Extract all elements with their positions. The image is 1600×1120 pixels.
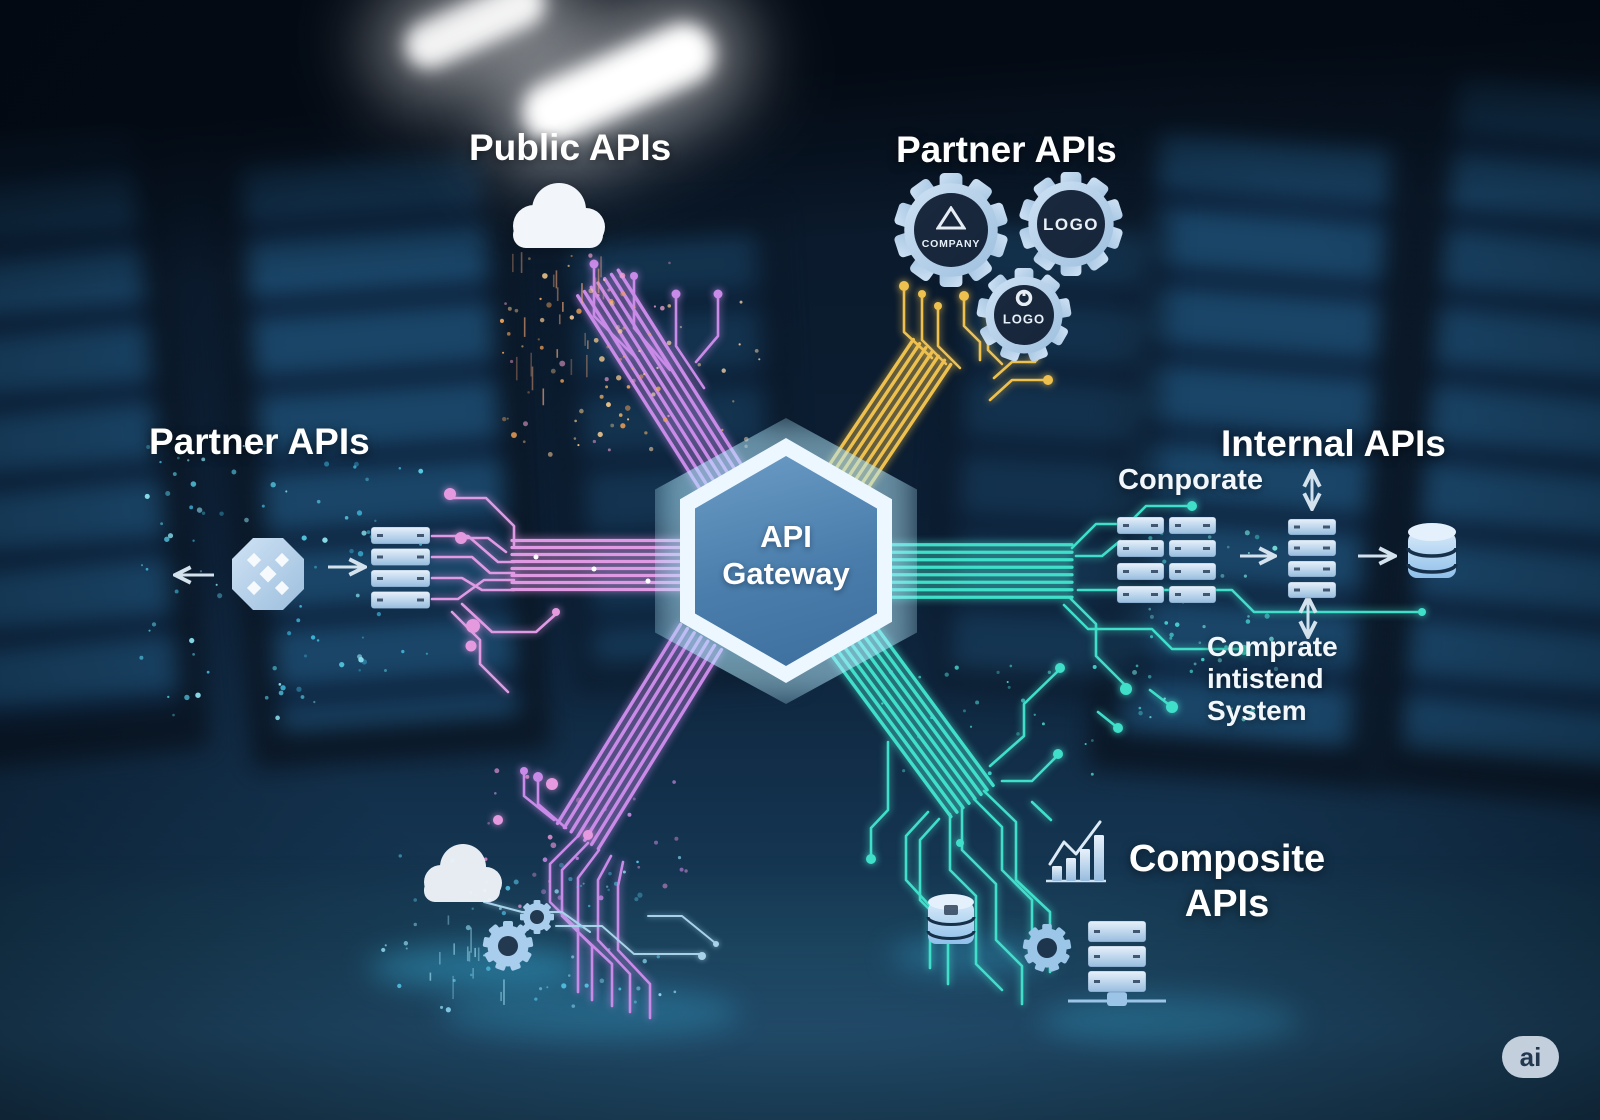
corporate-note: Conporate [1118,464,1263,496]
circuit-trace [828,501,1426,1006]
gear-icon [894,173,1008,287]
server-network-icon [1068,992,1166,1006]
gear-icon [976,268,1072,362]
public-apis-label: Public APIs [469,127,672,168]
corporate-system-note: Comprate intistend System [1207,631,1338,727]
cloud-icon [424,844,502,902]
server-tower-icon [1087,920,1147,993]
server-rack-icon [370,526,431,609]
gear-company-label: COMPANY [921,238,981,250]
gear-icon [482,921,534,971]
octagon-app-icon [232,538,304,610]
company-logo-mark-icon [935,205,967,230]
circuit-trace [533,554,651,584]
partner-apis-top-label: Partner APIs [896,129,1117,170]
dial-logo-mark-icon [1015,288,1033,307]
partner-apis-left-label: Partner APIs [149,421,370,462]
database-icon [1406,523,1458,578]
cloud-icon [513,183,605,248]
internal-apis-label: Internal APIs [1221,423,1446,464]
ai-watermark-badge: ai [1502,1036,1559,1078]
composite-apis-label: Composite APIs [1128,838,1326,925]
api-gateway-label: API Gateway [722,519,850,592]
gear-icon [1019,172,1123,276]
database-icon [926,894,976,944]
server-rack-icon [1287,518,1337,599]
gear-logo-label: LOGO [1042,215,1100,234]
particle-field [139,252,1279,1013]
gear-icon [1022,924,1072,972]
gear-logo-small-label: LOGO [1002,311,1046,327]
bar-chart-icon [1046,820,1106,883]
server-rack-icon [1168,516,1217,604]
circuit-trace [520,259,744,1020]
server-rack-icon [1116,516,1165,604]
